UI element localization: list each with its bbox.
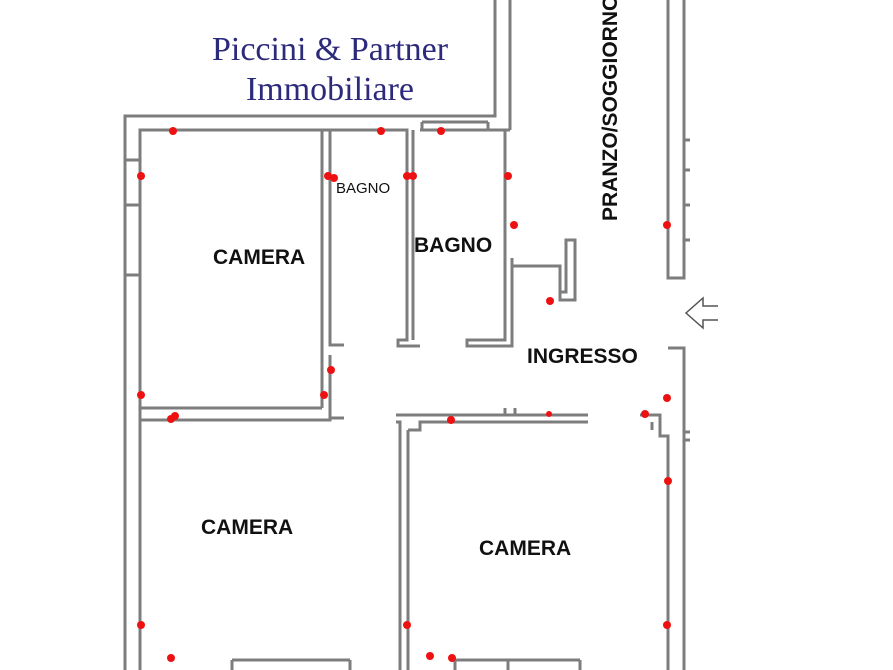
brand-subtitle: Immobiliare bbox=[245, 71, 415, 108]
walls bbox=[123, 0, 690, 670]
brand-name: Piccini & Partner bbox=[211, 31, 449, 68]
room-label-ingresso: INGRESSO bbox=[527, 345, 638, 368]
room-label-bagno: BAGNO bbox=[414, 234, 493, 257]
room-label-camera-bottom-right: CAMERA bbox=[479, 537, 572, 560]
entrance-arrow-icon bbox=[684, 296, 718, 330]
room-label-camera-top-left: CAMERA bbox=[213, 246, 306, 269]
red-markers bbox=[137, 127, 672, 662]
brand-logo: Piccini & Partner Immobiliare bbox=[160, 30, 500, 110]
room-label-camera-bottom-left: CAMERA bbox=[201, 516, 294, 539]
room-label-bagno-small: BAGNO bbox=[336, 180, 391, 197]
room-label-pranzo-soggiorno: PRANZO/SOGGIORNO bbox=[599, 0, 622, 221]
